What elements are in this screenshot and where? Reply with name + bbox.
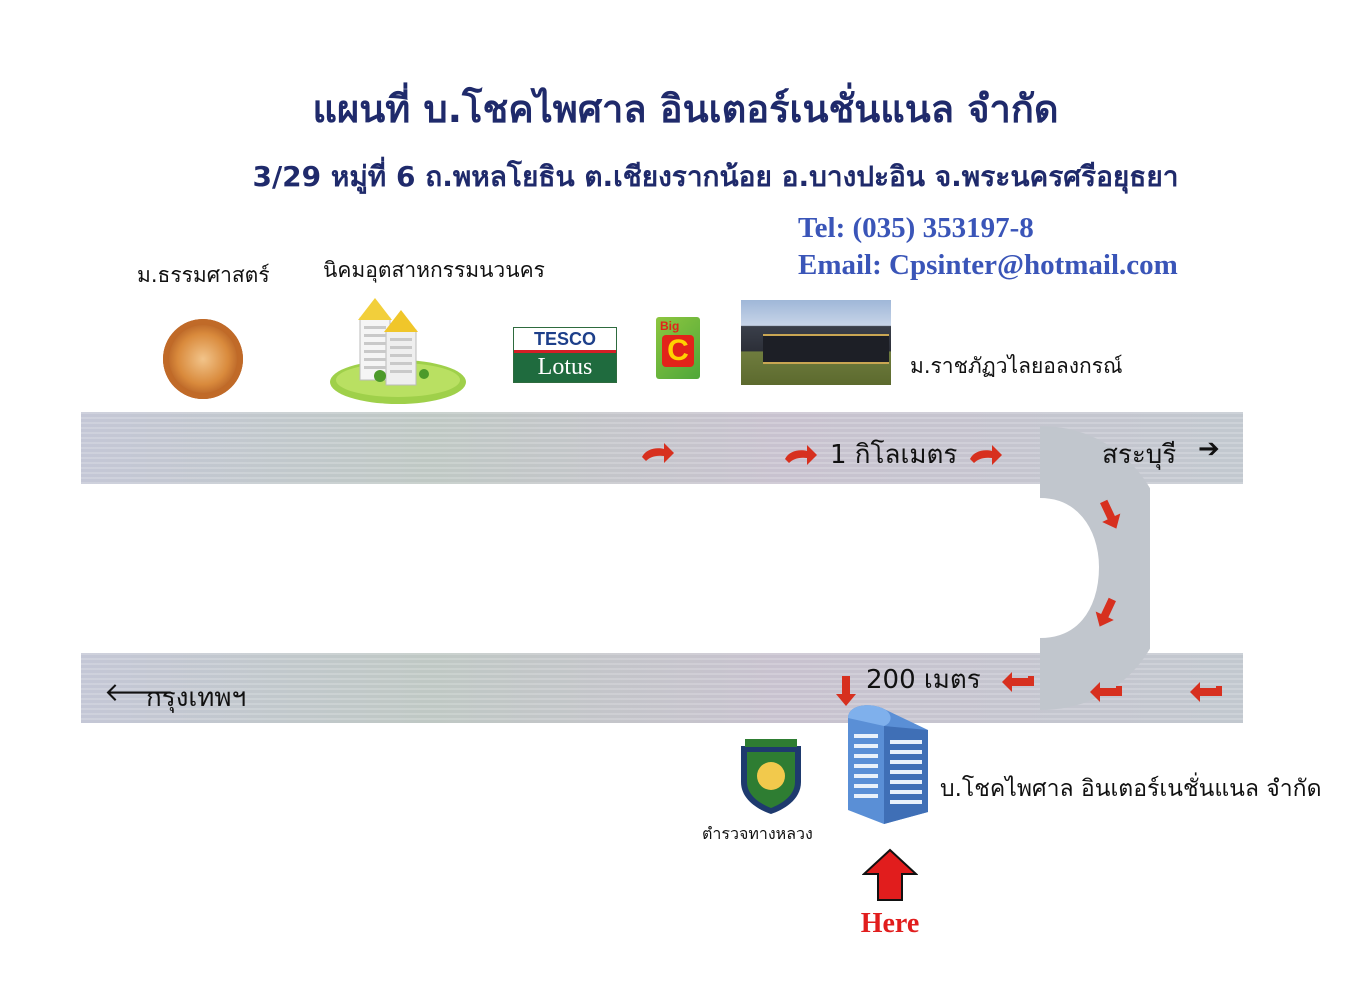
here-marker-label: Here bbox=[860, 908, 920, 939]
here-arrow-icon bbox=[862, 848, 918, 901]
to-bangkok-label: กรุงเทพฯ bbox=[146, 683, 247, 713]
route-arrow bbox=[642, 443, 674, 463]
bigc-letter: C bbox=[662, 335, 694, 367]
thammasat-seal-icon bbox=[163, 319, 243, 399]
label-thammasat: ม.ธรรมศาสตร์ bbox=[137, 263, 270, 287]
map-title: แผนที่ บ.โชคไพศาล อินเตอร์เนชั่นแนล จำกั… bbox=[312, 87, 1059, 131]
label-company: บ.โชคไพศาล อินเตอร์เนชั่นแนล จำกัด bbox=[940, 776, 1322, 802]
address: 3/29 หมู่ที่ 6 ถ.พหลโยธิน ต.เชียงรากน้อย… bbox=[252, 160, 1179, 193]
route-arrow bbox=[1090, 595, 1122, 631]
lotus-text: Lotus bbox=[514, 353, 616, 382]
distance-200m: 200 เมตร bbox=[866, 665, 981, 695]
arrow-right-icon: ➔ bbox=[1198, 434, 1220, 464]
bigc-logo: Big C bbox=[656, 317, 700, 379]
university-gate-photo bbox=[741, 300, 891, 385]
route-arrow bbox=[970, 445, 1002, 465]
bigc-small-text: Big bbox=[660, 319, 680, 333]
route-arrow bbox=[1190, 682, 1222, 702]
route-arrow bbox=[785, 445, 817, 465]
industrial-estate-icon bbox=[330, 298, 466, 404]
label-navanakorn: นิคมอุตสาหกรรมนวนคร bbox=[323, 258, 545, 282]
contact-email[interactable]: Email: Cpsinter@hotmail.com bbox=[798, 249, 1178, 281]
contact-tel: Tel: (035) 353197-8 bbox=[798, 212, 1034, 244]
to-saraburi-label: สระบุรี bbox=[1102, 440, 1177, 470]
route-arrow bbox=[1090, 682, 1122, 702]
tesco-lotus-logo: TESCO Lotus bbox=[513, 327, 617, 383]
highway-police-badge-icon bbox=[741, 739, 801, 814]
gate-sign bbox=[763, 334, 889, 364]
label-highway-police: ตำรวจทางหลวง bbox=[702, 824, 813, 843]
label-valaya: ม.ราชภัฏวไลยอลงกรณ์ bbox=[910, 354, 1123, 378]
tesco-text: TESCO bbox=[514, 328, 616, 353]
u-turn-road bbox=[1037, 426, 1150, 710]
distance-1km: 1 กิโลเมตร bbox=[830, 440, 958, 470]
route-arrow bbox=[1002, 672, 1034, 692]
arrow-left-icon: 🡐 bbox=[104, 678, 174, 708]
route-arrow bbox=[1094, 497, 1126, 533]
company-building-icon bbox=[848, 705, 928, 824]
